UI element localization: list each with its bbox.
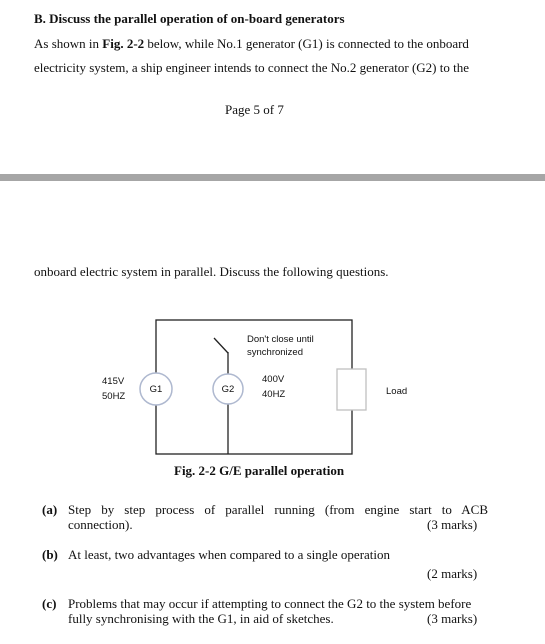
intro-line-1: As shown in Fig. 2-2 below, while No.1 g… xyxy=(34,36,469,52)
warning-line-1: Don't close until xyxy=(247,334,314,345)
question-a: (a) xyxy=(42,502,57,518)
g2-frequency: 40HZ xyxy=(262,389,285,400)
question-c-line-2: fully synchronising with the G1, in aid … xyxy=(68,611,334,626)
section-heading: B. Discuss the parallel operation of on-… xyxy=(34,11,345,26)
question-a-line-1: Step by step process of parallel running… xyxy=(68,502,488,517)
question-c-line-1: Problems that may occur if attempting to… xyxy=(68,596,472,611)
question-a-label: (a) xyxy=(42,502,58,517)
g1-voltage: 415V xyxy=(102,376,125,387)
page-break-divider xyxy=(0,174,545,181)
question-c: (c) xyxy=(42,596,56,612)
question-b-label: (b) xyxy=(42,547,58,562)
figure-caption: Fig. 2-2 G/E parallel operation xyxy=(174,463,344,479)
question-a-marks: (3 marks) xyxy=(427,517,478,532)
g2-label: G2 xyxy=(222,384,235,395)
load-box xyxy=(336,368,367,411)
intro-fig-ref: Fig. 2-2 xyxy=(102,36,145,51)
page-number: Page 5 of 7 xyxy=(225,102,284,117)
intro-line-1-post: below, while No.1 generator (G1) is conn… xyxy=(144,36,469,51)
g1-generator-circle xyxy=(139,372,173,406)
question-b: (b) xyxy=(42,547,58,563)
continuation-text: onboard electric system in parallel. Dis… xyxy=(34,264,389,279)
g1-frequency: 50HZ xyxy=(102,391,125,402)
g2-generator-circle xyxy=(212,373,244,405)
g1-label: G1 xyxy=(150,384,163,395)
question-b-line-1: At least, two advantages when compared t… xyxy=(68,547,391,562)
intro-line-2: electricity system, a ship engineer inte… xyxy=(34,60,469,75)
question-c-label: (c) xyxy=(42,596,57,611)
figure-caption-text: Fig. 2-2 G/E parallel operation xyxy=(174,463,345,478)
intro-line-1-pre: As shown in xyxy=(34,36,103,51)
question-c-marks: (3 marks) xyxy=(427,611,478,626)
question-a-line-2: connection). xyxy=(68,517,133,532)
generator-parallel-diagram: G1 G2 415V 50HZ 400V 40HZ Don't close un… xyxy=(102,319,407,455)
question-b-marks: (2 marks) xyxy=(427,566,478,581)
acb-open-switch xyxy=(213,337,229,354)
load-label: Load xyxy=(386,386,407,397)
g2-voltage: 400V xyxy=(262,374,285,385)
warning-line-2: synchronized xyxy=(247,347,303,358)
